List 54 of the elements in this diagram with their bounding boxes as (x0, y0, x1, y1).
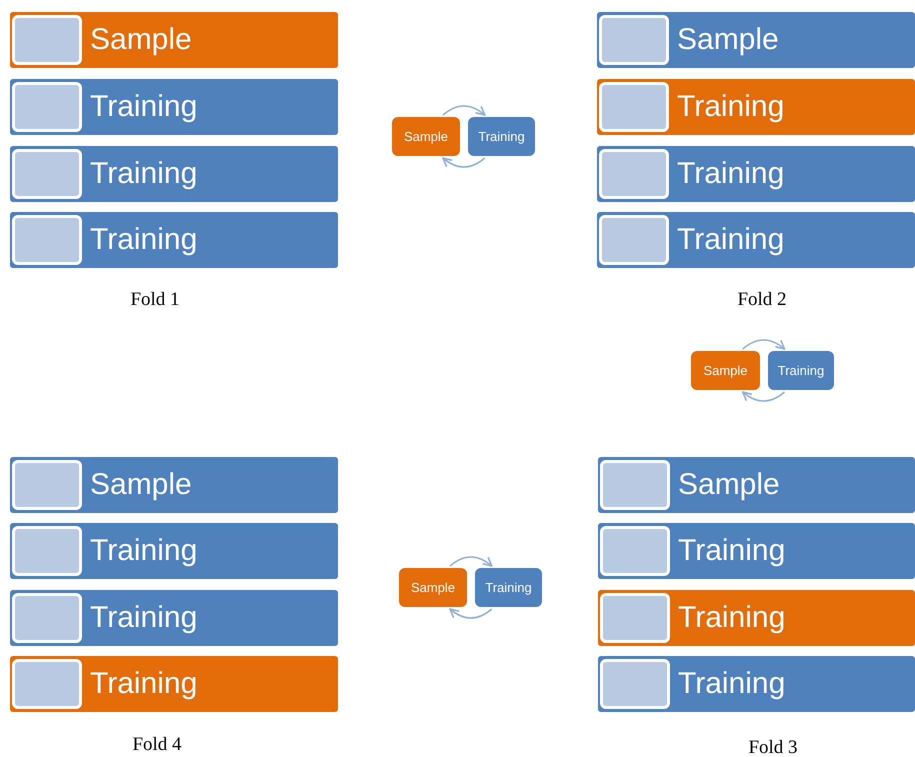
bar-label: Training (678, 603, 786, 633)
bar-label: Sample (404, 130, 448, 143)
bar-label: Sample (410, 581, 456, 594)
bar-label: Training (678, 536, 786, 566)
cycle-box (468, 117, 535, 156)
bar-label: Sample (677, 25, 779, 55)
cycle-box (691, 351, 760, 390)
fold-bar (598, 523, 915, 579)
fold-bar (10, 590, 338, 646)
cycle-box (399, 568, 467, 607)
bar-label: Training (778, 364, 824, 377)
fold-bar (10, 79, 338, 135)
fold-bar (598, 457, 915, 513)
curved-arrow (442, 157, 486, 168)
bar-label: Training (677, 225, 784, 255)
curved-arrow (442, 105, 486, 116)
bar-label: Training (90, 92, 198, 122)
fold-bar (10, 12, 338, 68)
fold-caption: Fold 2 (737, 288, 787, 312)
cycle-box (475, 568, 542, 607)
bar-label: Training (485, 581, 532, 594)
bar-label: Training (90, 536, 198, 566)
bar-label: Sample (90, 470, 192, 500)
fold-bar (598, 656, 915, 712)
bar-label: Training (90, 669, 198, 699)
curved-arrow (742, 391, 785, 402)
fold-bar (10, 523, 338, 579)
curved-arrow (742, 339, 786, 350)
fold-bar (597, 212, 915, 268)
fold-caption: Fold 3 (748, 736, 798, 757)
fold-bar (10, 212, 338, 268)
bar-label: Sample (678, 470, 780, 500)
fold-caption: Fold 4 (132, 733, 182, 757)
fold-bar (10, 656, 338, 712)
bar-label: Sample (703, 364, 748, 377)
curved-arrow (449, 608, 492, 619)
bar-label: Training (677, 159, 784, 189)
cycle-box (768, 351, 834, 390)
fold-bar (10, 457, 338, 513)
fold-bar (597, 12, 915, 68)
fold-bar (10, 146, 338, 202)
bar-label: Training (677, 92, 784, 122)
bar-label: Training (90, 159, 198, 189)
bar-label: Training (90, 603, 198, 633)
bar-label: Sample (90, 25, 192, 55)
bar-label: Training (478, 130, 525, 143)
fold-bar (597, 79, 915, 135)
fold-bar (598, 590, 915, 646)
fold-caption: Fold 1 (130, 288, 180, 312)
bar-label: Training (678, 669, 786, 699)
curved-arrow (450, 556, 493, 567)
fold-bar (597, 146, 915, 202)
bar-label: Training (90, 225, 198, 255)
cycle-box (392, 117, 460, 156)
